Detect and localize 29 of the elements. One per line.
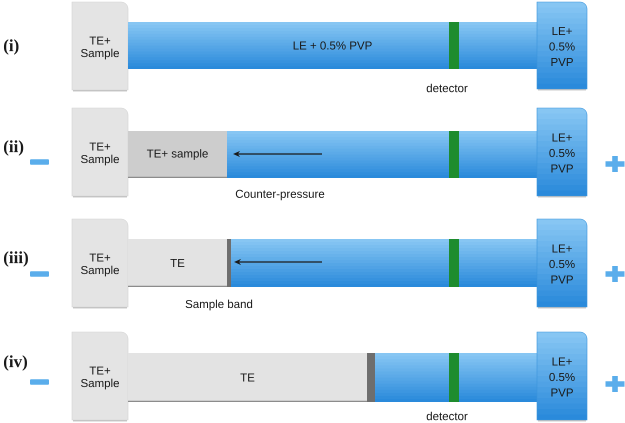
reservoir-box: LE+ 0.5% PVP — [536, 218, 588, 308]
detector-label: detector — [426, 84, 468, 92]
sample-band — [367, 353, 375, 402]
panel-label: (iv) — [4, 355, 28, 371]
zone-segment: TE — [128, 353, 367, 402]
reservoir-box: LE+ 0.5% PVP — [536, 108, 588, 198]
zone-segment: TE — [128, 239, 227, 287]
arrow-label: Counter-pressure — [236, 190, 324, 200]
sample-band — [227, 239, 231, 287]
capillary-channel — [231, 239, 537, 287]
detector-label: detector — [426, 412, 468, 420]
detector-bar — [449, 239, 459, 287]
detector-bar — [449, 131, 459, 178]
reservoir-box: TE+ Sample — [72, 2, 128, 92]
reservoir-box: TE+ Sample — [72, 332, 128, 422]
reservoir-box: LE+ 0.5% PVP — [536, 332, 588, 422]
panel-label: (ii) — [4, 140, 24, 156]
detector-bar — [449, 22, 459, 69]
detector-bar — [449, 353, 459, 402]
panel-label: (i) — [4, 39, 19, 55]
zone-segment: TE+ sample — [128, 131, 227, 178]
node-label: TE — [240, 374, 254, 382]
reservoir-box: TE+ Sample — [72, 218, 128, 308]
node-label: TE — [170, 259, 184, 267]
band-label: Sample band — [186, 300, 252, 310]
capillary-channel: LE + 0.5% PVP — [128, 22, 537, 69]
reservoir-box: LE+ 0.5% PVP — [536, 2, 588, 90]
reservoir-box: TE+ Sample — [72, 108, 128, 198]
panel-label: (iii) — [4, 251, 28, 267]
